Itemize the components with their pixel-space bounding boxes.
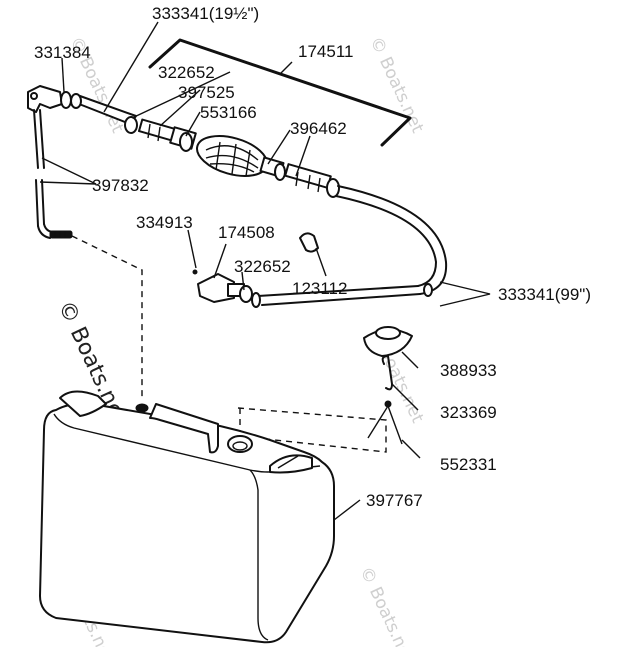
label-123112: 123112 [292,279,347,298]
label-323369: 323369 [440,403,497,422]
hose-long [257,185,448,306]
label-397767: 397767 [366,491,423,510]
label-397832: 397832 [92,176,149,195]
chain-552331 [367,400,403,445]
label-553166: 553166 [200,103,257,122]
filler-cap [363,326,413,357]
label-333341-short: 333341(19½") [152,4,259,23]
hook-323369 [381,355,393,391]
watermark-top-right: © Boats.net [365,34,427,137]
label-334913: 334913 [136,213,193,232]
label-174511: 174511 [298,42,353,61]
bracket-174511 [148,38,412,147]
label-552331: 552331 [440,455,497,474]
tank-connector [192,269,261,308]
label-322652-top: 322652 [158,63,215,82]
fuel-tank [39,390,335,644]
elbow-fitting [27,85,63,113]
label-174508: 174508 [218,223,275,242]
label-396462: 396462 [290,119,347,138]
label-322652-mid: 322652 [234,257,291,276]
label-333341-long: 333341(99") [498,285,591,304]
leader-lines [39,21,491,521]
label-331384: 331384 [34,43,91,62]
part-labels: 333341(19½") 331384 174511 322652 397525… [34,4,591,510]
label-388933: 388933 [440,361,497,380]
label-397525: 397525 [178,83,235,102]
primer-bulb-assembly [138,118,340,198]
clip-123112 [299,232,319,253]
watermark-bottom-right: © Boats.net [355,564,417,647]
